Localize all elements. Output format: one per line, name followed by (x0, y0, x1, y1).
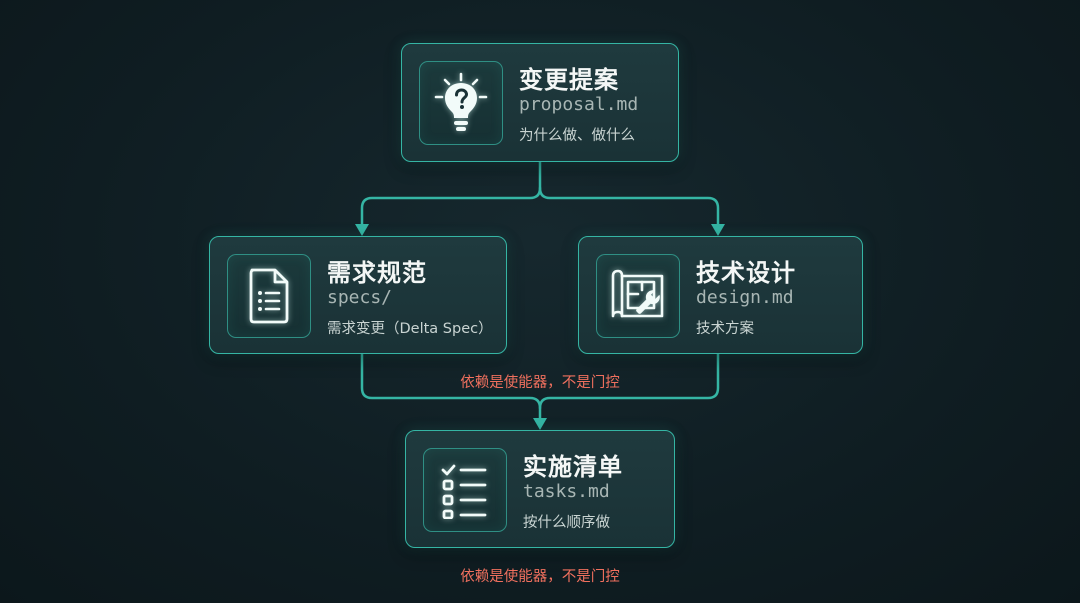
node-specs[interactable]: 需求规范 specs/ 需求变更（Delta Spec） (209, 236, 507, 354)
lightbulb-question-icon (419, 61, 503, 145)
node-tasks[interactable]: 实施清单 tasks.md 按什么顺序做 (405, 430, 675, 548)
node-description: 需求变更（Delta Spec） (327, 321, 493, 337)
node-title: 实施清单 (523, 453, 623, 481)
node-title: 技术设计 (696, 259, 796, 287)
checklist-icon (423, 448, 507, 532)
dependency-note-middle: 依赖是使能器，不是门控 (460, 375, 620, 391)
node-file: design.md (696, 287, 794, 308)
dependency-note-bottom: 依赖是使能器，不是门控 (460, 569, 620, 585)
node-title: 变更提案 (519, 66, 619, 94)
node-description: 技术方案 (696, 321, 754, 337)
node-file: tasks.md (523, 481, 610, 502)
edge-design-tasks (538, 352, 720, 410)
node-file: proposal.md (519, 94, 639, 115)
node-description: 按什么顺序做 (523, 515, 610, 531)
node-description: 为什么做、做什么 (519, 128, 635, 144)
arrowhead-tasks (533, 418, 547, 430)
node-title: 需求规范 (327, 259, 427, 287)
node-file: specs/ (327, 287, 393, 308)
document-list-icon (227, 254, 311, 338)
arrowhead-specs (355, 224, 369, 236)
edge-proposal-specs (360, 160, 542, 228)
node-design[interactable]: 技术设计 design.md 技术方案 (578, 236, 863, 354)
arrowhead-design (711, 224, 725, 236)
edge-proposal-design (538, 186, 720, 228)
blueprint-wrench-icon (596, 254, 680, 338)
node-proposal[interactable]: 变更提案 proposal.md 为什么做、做什么 (401, 43, 679, 162)
